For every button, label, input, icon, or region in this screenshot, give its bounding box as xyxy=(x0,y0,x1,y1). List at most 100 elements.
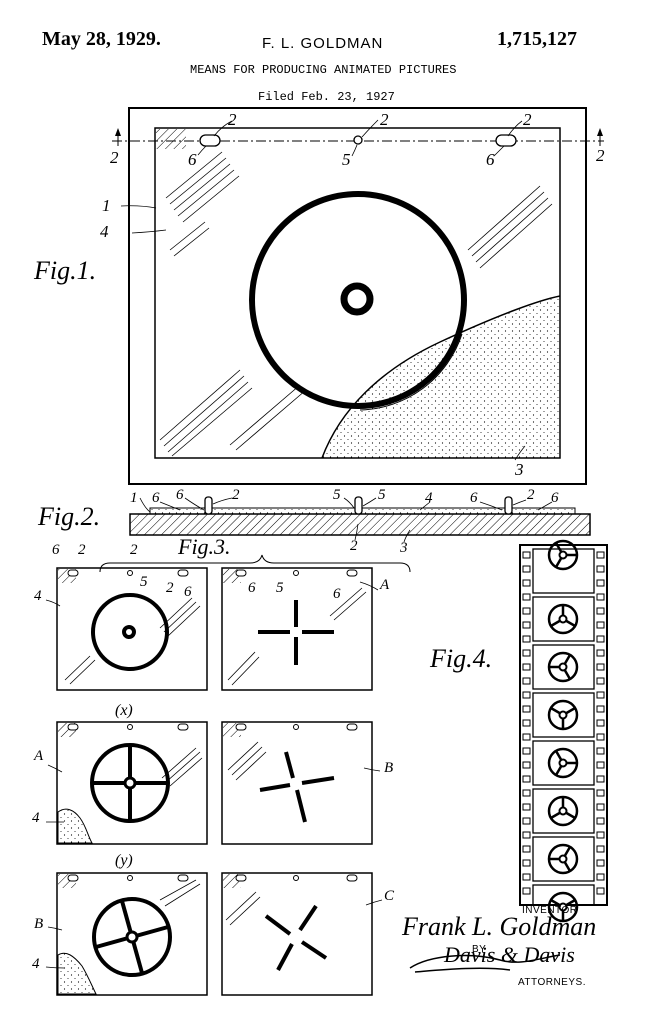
film-perforation xyxy=(522,593,531,601)
film-perforation xyxy=(596,621,605,629)
fig3-label-A-right: A xyxy=(380,577,390,593)
section-arrow-left xyxy=(115,128,121,136)
film-frame xyxy=(532,740,595,786)
fig3-label-B-right: B xyxy=(384,760,394,776)
film-perforation xyxy=(522,845,531,853)
fig3-label-C-right: C xyxy=(384,888,395,904)
film-perforation xyxy=(596,719,605,727)
film-perforation xyxy=(596,705,605,713)
film-perforation xyxy=(522,831,531,839)
film-perforation xyxy=(522,705,531,713)
patent-number: 1,715,127 xyxy=(497,28,577,50)
film-frame xyxy=(532,596,595,642)
film-perforation xyxy=(522,579,531,587)
film-perforation xyxy=(596,733,605,741)
film-perforation xyxy=(596,803,605,811)
film-perforation xyxy=(596,579,605,587)
fig3-label-2a: 2 xyxy=(78,542,86,558)
fig1-label-6b: 6 xyxy=(486,150,495,169)
by-caption: BY xyxy=(472,944,487,955)
film-perforation xyxy=(596,635,605,643)
film-perforation xyxy=(522,565,531,573)
fig3-caption: Fig.3. xyxy=(178,534,231,559)
fig3-label-2c: 2 xyxy=(166,580,174,596)
fig3-label-x: (x) xyxy=(115,702,133,719)
fig2-label-3: 3 xyxy=(400,540,408,556)
film-perforation xyxy=(596,677,605,685)
fig3-brace xyxy=(99,554,411,573)
film-perforation xyxy=(522,817,531,825)
fig3-sheet-circle xyxy=(56,567,208,691)
film-perforation xyxy=(596,593,605,601)
film-strip-frames xyxy=(532,539,595,923)
fig2-label-2c: 2 xyxy=(350,538,358,554)
fig1-label-2c: 2 xyxy=(523,110,532,129)
fig1-label-6a: 6 xyxy=(188,150,197,169)
figure-2-drawing xyxy=(129,496,591,543)
film-perforation xyxy=(596,747,605,755)
attorney-signature-flourish xyxy=(409,954,561,973)
section-arrow-right xyxy=(597,128,603,136)
fig2-label-5a: 5 xyxy=(333,487,341,503)
fig1-disc-hub xyxy=(340,282,374,316)
patent-date: May 28, 1929. xyxy=(42,28,161,50)
fig2-label-2b: 2 xyxy=(527,487,535,503)
fig2-pin-right xyxy=(504,496,513,515)
film-perforation xyxy=(596,789,605,797)
fig3-label-A-left: A xyxy=(34,748,44,764)
film-perforation xyxy=(522,691,531,699)
fig4-caption: Fig.4. xyxy=(430,644,493,673)
fig1-label-4: 4 xyxy=(100,222,109,241)
film-frame xyxy=(532,788,595,834)
fig2-label-6a: 6 xyxy=(152,490,160,506)
fig1-label-1: 1 xyxy=(102,196,111,215)
film-perforation xyxy=(522,551,531,559)
fig2-pin-left xyxy=(204,496,213,515)
fig1-section-label-left: 2 xyxy=(110,148,119,167)
fig1-slot-hole-right xyxy=(495,134,517,147)
fig2-pin-center xyxy=(354,496,363,515)
fig1-label-3: 3 xyxy=(515,460,524,479)
fig3-sheet-wheel-x xyxy=(56,721,208,845)
fig2-label-1: 1 xyxy=(130,490,138,506)
fig1-background-area xyxy=(322,296,560,458)
film-perforation xyxy=(522,733,531,741)
film-perforation xyxy=(596,845,605,853)
film-frame xyxy=(532,692,595,738)
fig3-sheet-cross-b xyxy=(221,721,373,845)
film-perforation xyxy=(522,747,531,755)
film-perforation xyxy=(596,761,605,769)
fig1-label-2b: 2 xyxy=(380,110,389,129)
fig3-label-B-left: B xyxy=(34,916,44,932)
film-strip-perforations xyxy=(522,551,605,895)
fig2-label-6c: 6 xyxy=(470,490,478,506)
fig2-label-2a: 2 xyxy=(232,487,240,503)
film-perforation xyxy=(596,887,605,895)
fig3-label-4a: 4 xyxy=(34,588,42,604)
fig2-label-5b: 5 xyxy=(378,487,386,503)
film-perforation xyxy=(522,621,531,629)
film-perforation xyxy=(522,649,531,657)
film-perforation xyxy=(522,663,531,671)
attorneys-caption: ATTORNEYS. xyxy=(518,977,586,988)
fig2-base-plate xyxy=(129,513,591,536)
fig1-label-5: 5 xyxy=(342,150,351,169)
film-perforation xyxy=(596,817,605,825)
film-frame xyxy=(532,836,595,882)
film-perforation xyxy=(596,649,605,657)
fig1-outer-frame xyxy=(128,107,587,485)
film-perforation xyxy=(596,691,605,699)
fig3-label-4b: 4 xyxy=(32,810,40,826)
film-perforation xyxy=(522,635,531,643)
patent-title: MEANS FOR PRODUCING ANIMATED PICTURES xyxy=(190,63,457,77)
fig3-label-6a: 6 xyxy=(52,542,60,558)
fig1-disc-ring xyxy=(249,191,467,409)
film-perforation xyxy=(596,859,605,867)
inventor-signature: Frank L. Goldman xyxy=(402,912,597,941)
film-perforation xyxy=(522,873,531,881)
fig2-label-4: 4 xyxy=(425,490,433,506)
film-perforation xyxy=(522,859,531,867)
fig3-label-6d: 6 xyxy=(333,586,341,602)
fig3-sheet-wheel-y xyxy=(56,872,208,996)
